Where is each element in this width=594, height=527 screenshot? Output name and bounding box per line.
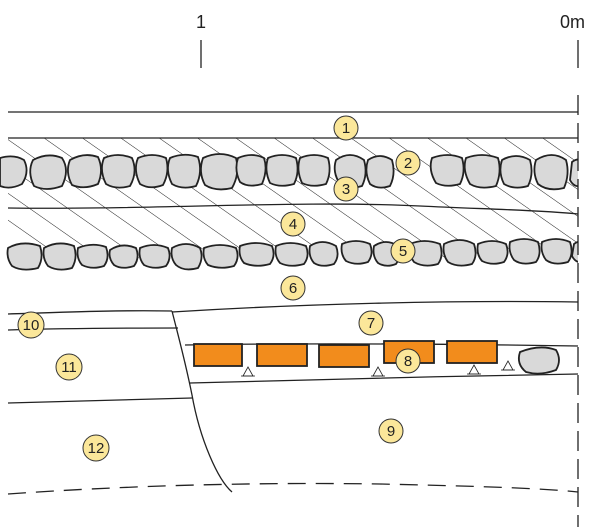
excavation-base-line [7, 482, 578, 495]
scale-right-label: 0m [560, 12, 585, 32]
layer-label-11-text: 11 [61, 359, 77, 376]
stone [202, 244, 239, 269]
find-marker [371, 366, 385, 377]
stone [463, 154, 501, 189]
layer-label-12: 12 [82, 434, 110, 462]
layer-label-4-text: 4 [289, 216, 297, 233]
stone [569, 158, 578, 188]
layer-label-2-text: 2 [404, 155, 412, 172]
stone [6, 242, 43, 271]
layer-label-9: 9 [378, 418, 404, 444]
layer-label-1-text: 1 [342, 120, 350, 137]
stone-course-lower [6, 238, 578, 271]
stone [365, 155, 395, 189]
stone [274, 242, 309, 267]
layer-label-2: 2 [395, 150, 421, 176]
stone [508, 238, 541, 265]
layer-label-9-text: 9 [387, 423, 395, 440]
layer-3-4-boundary [7, 203, 578, 215]
stone-course-upper [0, 153, 578, 191]
stone [42, 242, 77, 271]
brick [193, 343, 243, 367]
layer-label-6: 6 [280, 275, 306, 301]
stone [101, 154, 136, 189]
stone [499, 155, 533, 189]
find-marker [501, 360, 515, 371]
layer-11-12-boundary [7, 397, 193, 404]
brick-layer-base-line [189, 373, 578, 384]
layer-label-3: 3 [333, 176, 359, 202]
stone [308, 241, 339, 267]
find-marker [241, 366, 255, 377]
find-markers [241, 360, 515, 377]
brick-layer-top-line [184, 343, 578, 347]
pit-cut-line [171, 310, 233, 493]
stone [517, 346, 560, 375]
stone [540, 238, 573, 265]
stone [29, 154, 67, 190]
stone [135, 154, 169, 189]
stone [340, 240, 373, 265]
stone [297, 154, 331, 187]
layer-label-7: 7 [358, 310, 384, 336]
stone [170, 243, 203, 271]
brick [256, 343, 308, 367]
brick [318, 344, 370, 368]
stone [238, 242, 275, 267]
layer-label-3-text: 3 [342, 181, 350, 198]
stone [167, 153, 201, 189]
layer-6-7-boundary [171, 300, 578, 313]
stone [67, 154, 102, 189]
stone [76, 243, 109, 269]
stone [533, 154, 569, 191]
layer-label-8: 8 [395, 348, 421, 374]
stone [108, 244, 139, 269]
stone [442, 239, 477, 267]
layer-label-8-text: 8 [404, 353, 412, 370]
stone [235, 154, 267, 187]
stone [200, 153, 239, 191]
stone [429, 154, 465, 187]
layer-label-5: 5 [390, 238, 416, 264]
scale-left-label: 1 [196, 12, 206, 32]
layer-label-10-text: 10 [23, 317, 40, 334]
layer-label-6-text: 6 [289, 280, 297, 297]
layer-labels: 1 2 3 4 5 6 7 8 [17, 115, 421, 462]
stone [0, 155, 28, 189]
brick [446, 340, 498, 364]
stone [571, 240, 578, 263]
stone [476, 240, 509, 265]
layer-label-10: 10 [17, 311, 45, 339]
find-marker [467, 364, 481, 375]
layer-label-7-text: 7 [367, 315, 375, 332]
layer-label-12-text: 12 [88, 440, 105, 457]
layer-label-5-text: 5 [399, 243, 407, 260]
brick-row [193, 340, 560, 375]
layer-label-1: 1 [333, 115, 359, 141]
scale: 1 0m [196, 12, 585, 68]
layer-label-11: 11 [55, 353, 83, 381]
stone [138, 244, 171, 269]
stone [265, 154, 299, 187]
layer-label-4: 4 [280, 211, 306, 237]
